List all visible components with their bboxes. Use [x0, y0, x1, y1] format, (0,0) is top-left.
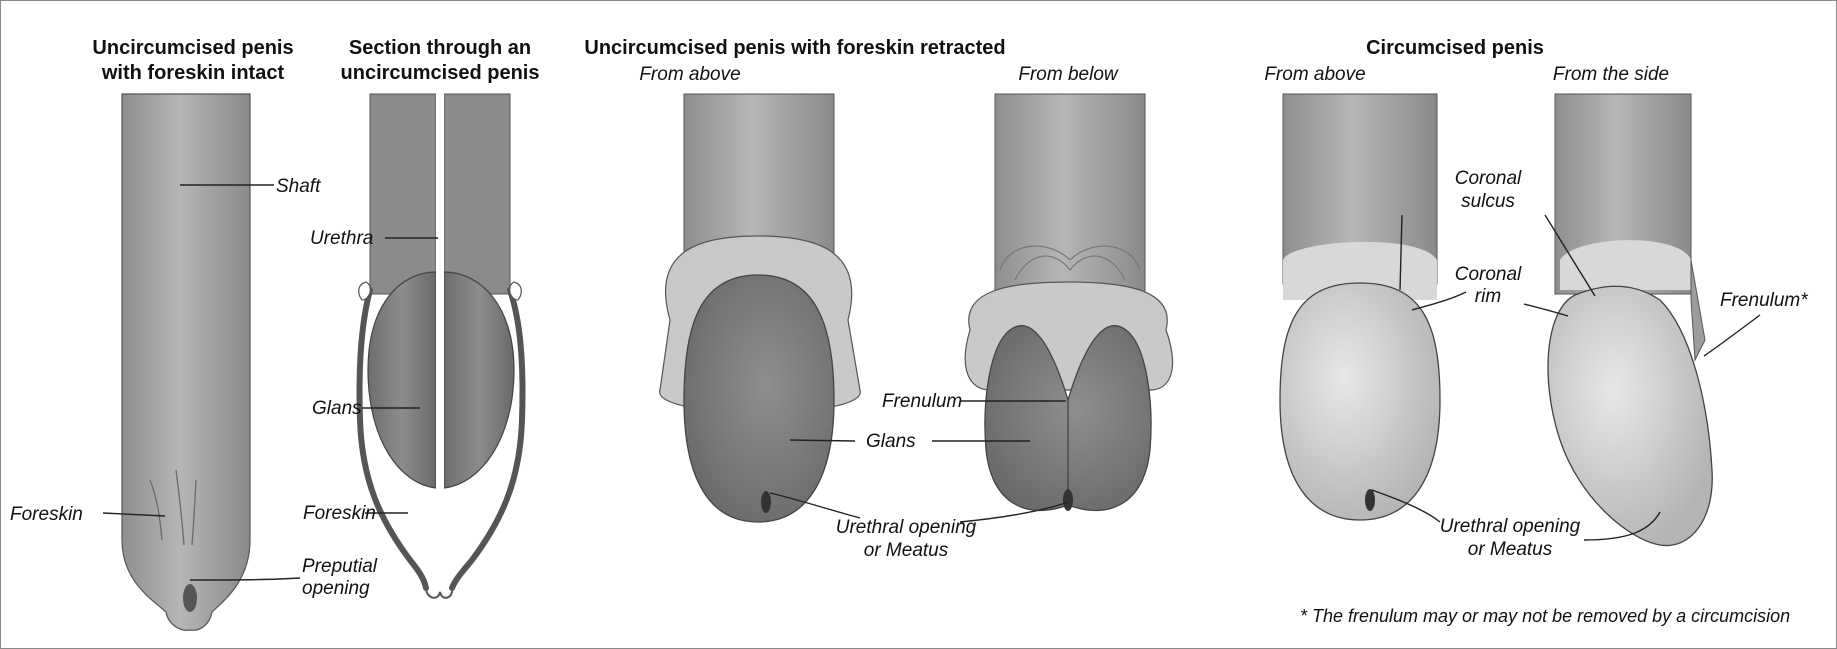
label-coronal-sulcus-b: sulcus [1461, 191, 1515, 212]
circumcised-glans-above [1280, 283, 1440, 520]
label-foreskin-2: Foreskin [303, 503, 376, 524]
labels: Shaft Foreskin Urethra Glans Foreskin Pr… [10, 168, 1808, 626]
label-urethral-1a: Urethral opening [836, 517, 977, 538]
meatus-circ-mark [1365, 489, 1375, 511]
panel-circumcised: Circumcised penis From above From the si… [1264, 37, 1760, 546]
panel3-title: Uncircumcised penis with foreskin retrac… [584, 37, 1005, 59]
panel-uncircumcised-intact: Uncircumcised penis with foreskin intact [92, 37, 300, 630]
label-urethra: Urethra [310, 228, 373, 249]
label-shaft: Shaft [276, 176, 321, 197]
label-glans-1: Glans [312, 398, 362, 419]
label-coronal-sulcus-a: Coronal [1455, 168, 1522, 189]
panel4-sub-right: From the side [1553, 64, 1669, 85]
section-glans-left [368, 272, 436, 488]
footnote: * The frenulum may or may not be removed… [1300, 606, 1790, 626]
meatus-below-mark [1063, 489, 1073, 511]
panel3-sub-right: From below [1018, 64, 1119, 85]
circumcised-glans-side [1548, 286, 1712, 545]
glans-from-above [684, 275, 834, 522]
panel1-title-line2: with foreskin intact [101, 62, 285, 84]
panel2-title-line1: Section through an [349, 37, 531, 59]
label-urethral-1b: or Meatus [864, 540, 949, 561]
label-preputial-2: opening [302, 578, 370, 599]
label-glans-2: Glans [866, 431, 916, 452]
panel2-title-line2: uncircumcised penis [341, 62, 540, 84]
panel3-sub-left: From above [639, 64, 740, 85]
label-urethral-2a: Urethral opening [1440, 516, 1581, 537]
label-foreskin-1: Foreskin [10, 504, 83, 525]
label-coronal-rim-a: Coronal [1455, 264, 1522, 285]
preputial-opening-mark [183, 584, 197, 612]
label-urethral-2b: or Meatus [1468, 539, 1553, 560]
meatus-above-mark [761, 491, 771, 513]
intact-penis-shape [122, 94, 250, 630]
section-glans-right [444, 272, 514, 488]
panel4-title: Circumcised penis [1366, 37, 1544, 59]
panel4-sub-left: From above [1264, 64, 1365, 85]
panel1-title-line1: Uncircumcised penis [92, 37, 293, 59]
label-coronal-rim-b: rim [1475, 286, 1501, 307]
label-frenulum-2: Frenulum* [1720, 290, 1808, 311]
label-preputial-1: Preputial [302, 556, 378, 577]
label-frenulum-1: Frenulum [882, 391, 962, 412]
section-urethra-channel [436, 94, 444, 490]
